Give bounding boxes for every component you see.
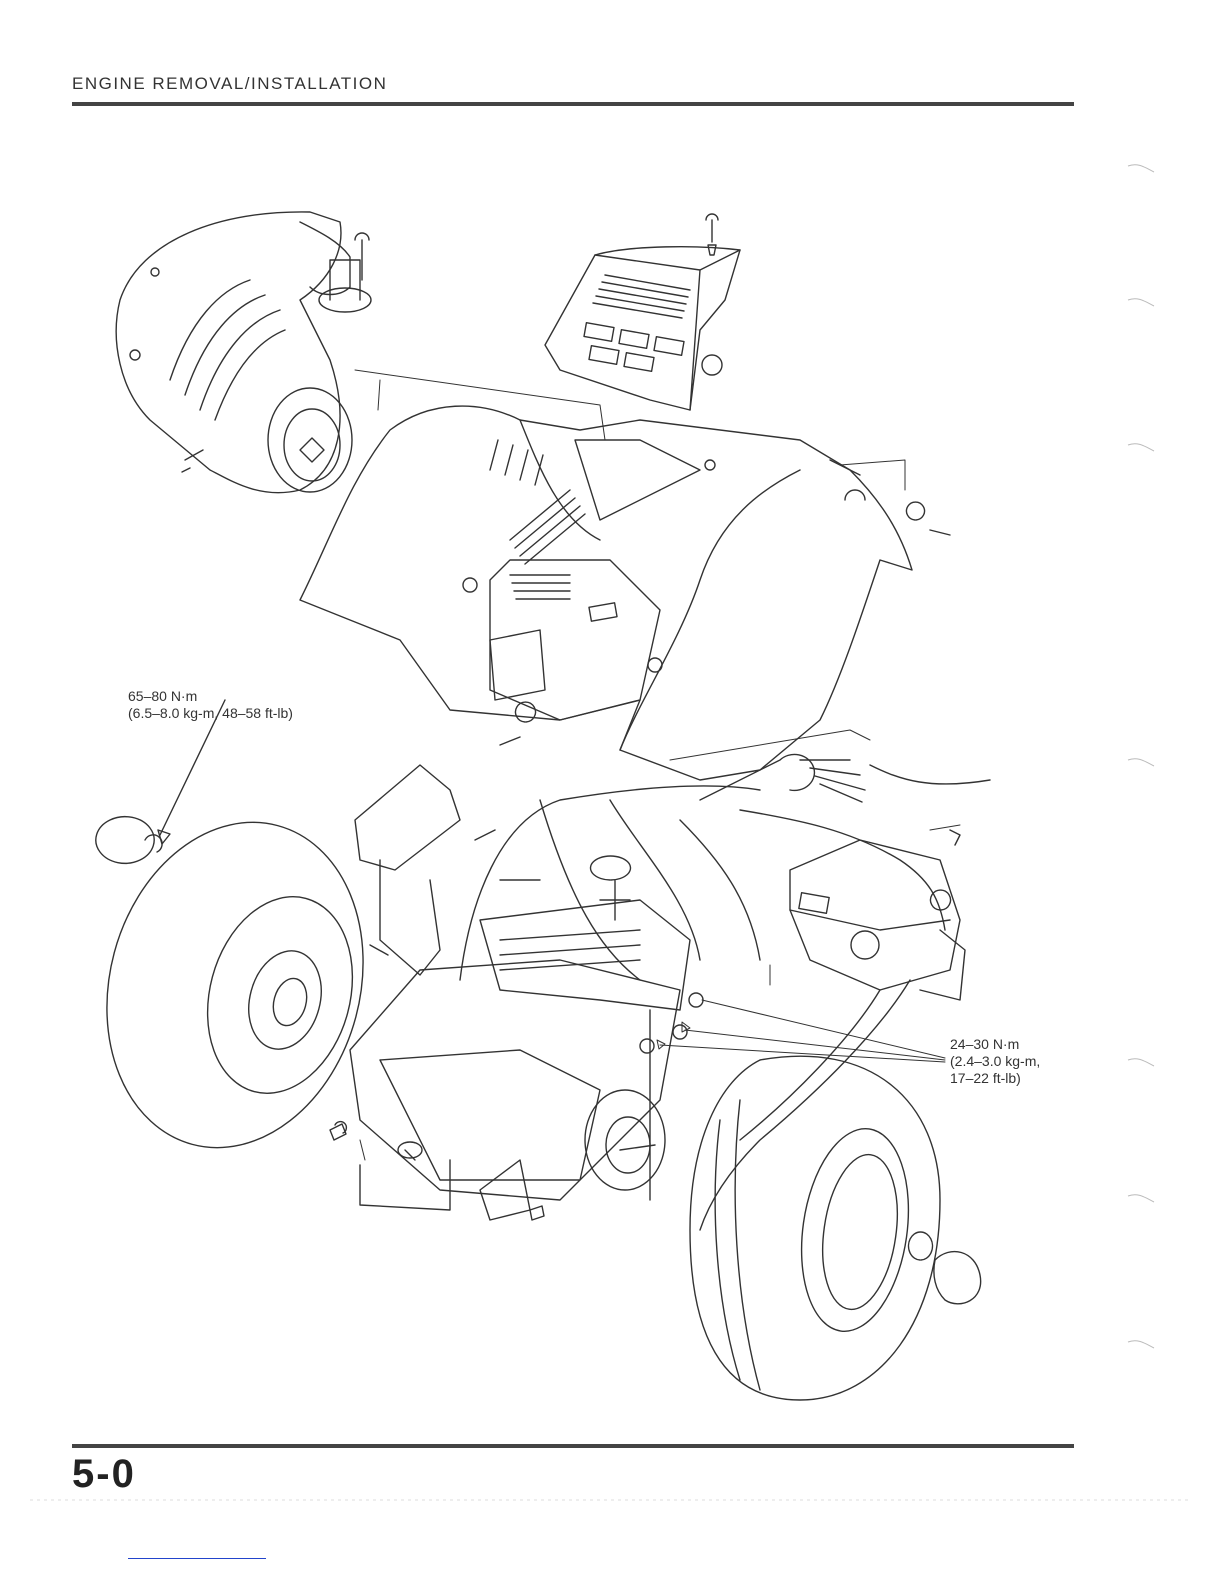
torque-spec-engine-mount: 24–30 N·m (2.4–3.0 kg-m, 17–22 ft-lb) [950,1036,1040,1087]
footer-link-underline [128,1558,266,1559]
muffler-illustration [116,212,371,493]
footer-rule [72,1444,1074,1448]
torque-spec-line: (6.5–8.0 kg-m, 48–58 ft-lb) [128,705,293,722]
torque-spec-line: 24–30 N·m [950,1036,1040,1053]
engine-assembly-illustration [350,765,690,1220]
rear-fender-illustration [300,406,950,780]
wiring-harness-illustration [460,754,990,1230]
edge-marks [1128,165,1154,1348]
right-wheel-illustration [690,1056,981,1400]
fastener-details [330,830,703,1220]
torque-spec-line: 65–80 N·m [128,688,293,705]
top-cover-illustration [545,214,740,410]
torque-spec-wheel-nut: 65–80 N·m (6.5–8.0 kg-m, 48–58 ft-lb) [128,688,293,722]
electrical-box-illustration [790,830,965,1000]
torque-spec-line: (2.4–3.0 kg-m, [950,1053,1040,1070]
torque-spec-line: 17–22 ft-lb) [950,1070,1040,1087]
left-wheel-illustration [72,700,399,1177]
page-number: 5-0 [72,1452,136,1497]
leader-lines [355,370,960,1160]
